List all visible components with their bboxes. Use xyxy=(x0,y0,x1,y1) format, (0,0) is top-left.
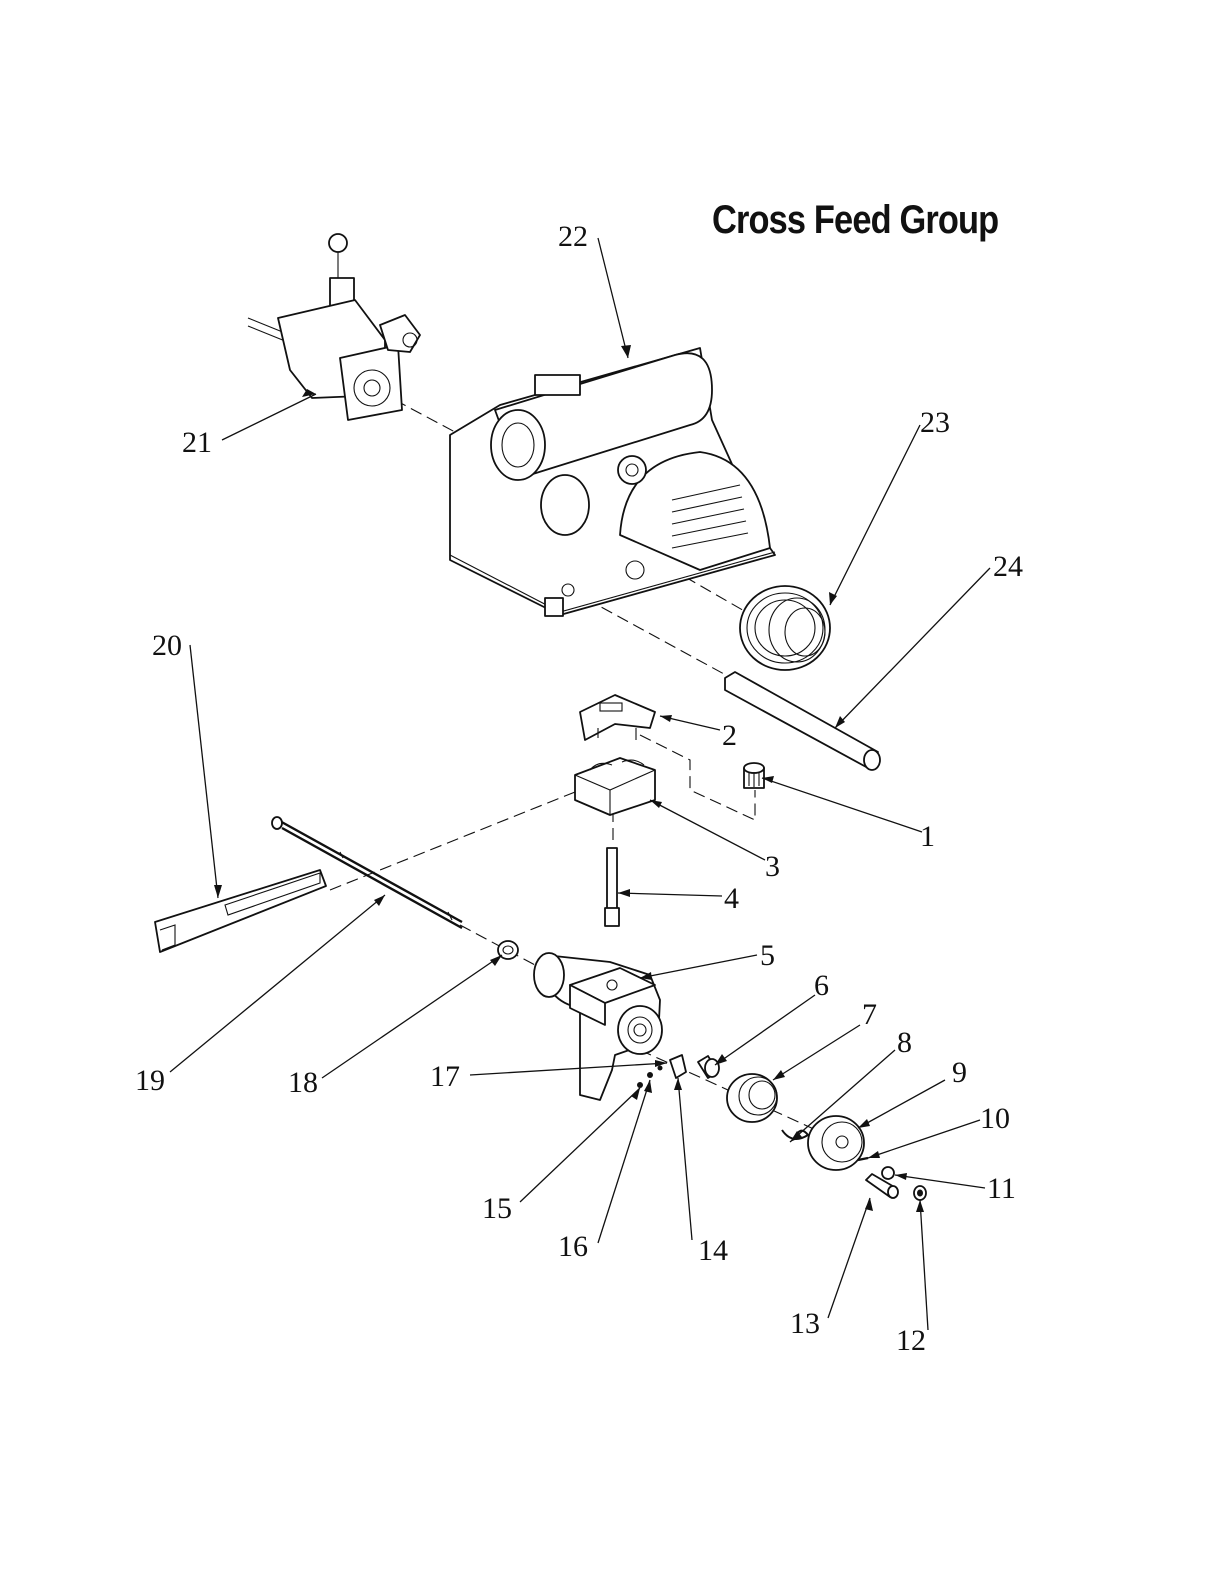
part-5-bracket xyxy=(534,953,662,1100)
callout-9: 9 xyxy=(952,1056,967,1089)
callout-21: 21 xyxy=(182,426,212,459)
callout-10: 10 xyxy=(980,1102,1010,1135)
callout-17: 17 xyxy=(430,1060,460,1093)
callout-3: 3 xyxy=(765,850,780,883)
part-24-rod xyxy=(725,672,880,770)
part-11-washer xyxy=(882,1167,894,1179)
callout-7: 7 xyxy=(862,998,877,1031)
callout-8: 8 xyxy=(897,1026,912,1059)
part-6-bushing xyxy=(698,1056,719,1078)
callout-14: 14 xyxy=(698,1234,728,1267)
part-4-screw xyxy=(605,848,619,926)
part-13-stud xyxy=(866,1174,898,1198)
callout-1: 1 xyxy=(920,820,935,853)
callout-2: 2 xyxy=(722,719,737,752)
part-2-clamp-cap xyxy=(580,695,655,740)
callout-11: 11 xyxy=(987,1172,1016,1205)
part-19-feed-screw xyxy=(272,817,462,928)
part-7-collar xyxy=(727,1074,777,1122)
callout-6: 6 xyxy=(814,969,829,1002)
callout-13: 13 xyxy=(790,1307,820,1340)
callout-23: 23 xyxy=(920,406,950,439)
callout-4: 4 xyxy=(724,882,739,915)
part-22-housing xyxy=(450,348,775,616)
part-12-nut xyxy=(914,1186,926,1200)
part-3-nut-block xyxy=(575,758,655,815)
part-21-apron-gearbox xyxy=(248,234,420,420)
part-9-handwheel xyxy=(808,1116,864,1170)
callout-5: 5 xyxy=(760,939,775,972)
callout-20: 20 xyxy=(152,629,182,662)
part-23-dial-ring xyxy=(740,586,830,670)
callout-16: 16 xyxy=(558,1230,588,1263)
callout-15: 15 xyxy=(482,1192,512,1225)
callout-18: 18 xyxy=(288,1066,318,1099)
part-20-gib xyxy=(155,870,326,952)
callout-22: 22 xyxy=(558,220,588,253)
callout-19: 19 xyxy=(135,1064,165,1097)
part-1-nut xyxy=(744,763,764,788)
callout-24: 24 xyxy=(993,550,1023,583)
callout-12: 12 xyxy=(896,1324,926,1357)
